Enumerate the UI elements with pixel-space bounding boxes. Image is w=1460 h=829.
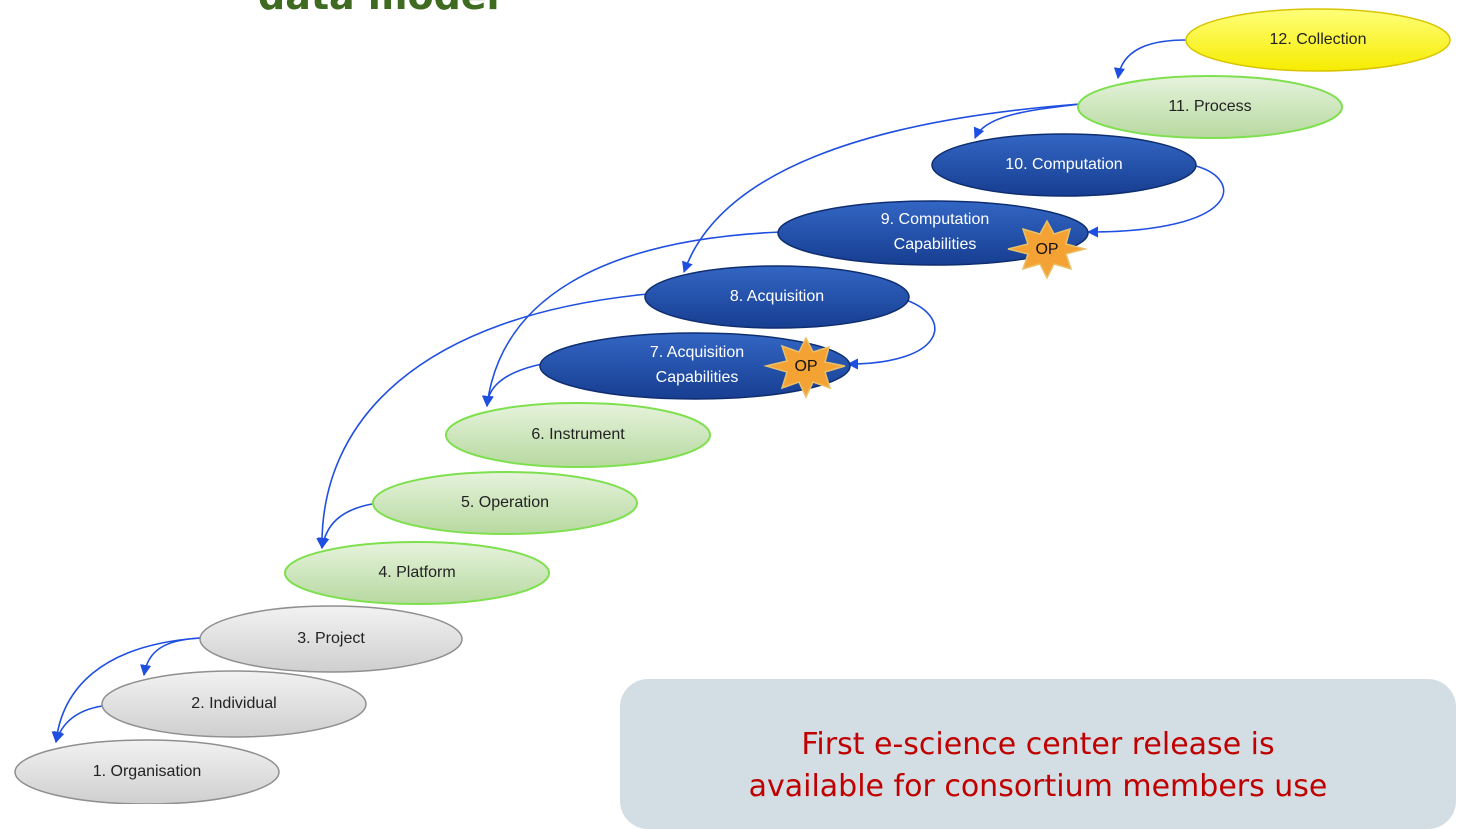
edge-acqcap-to-instrument: [481, 363, 543, 408]
edge-process-to-acquisition: [682, 103, 1081, 274]
node-label: 11. Process: [1168, 98, 1251, 115]
node-label: 8. Acquisition: [730, 288, 824, 305]
release-note-box: First e-science center release is availa…: [620, 679, 1456, 829]
release-note-line1: First e-science center release is: [801, 727, 1275, 762]
node-platform: 4. Platform: [284, 541, 550, 605]
node-label-line2: Capabilities: [656, 369, 739, 386]
node-label: 5. Operation: [461, 494, 549, 511]
edge-acquisition-to-acqcap: [846, 299, 936, 370]
edge-acquisition-to-platform: [316, 293, 649, 550]
op-badge-computation-capabilities: OP: [1007, 219, 1088, 280]
edge-computation-to-compcap: [1086, 165, 1225, 238]
node-instrument: 6. Instrument: [445, 402, 711, 468]
node-computation: 10. Computation: [931, 133, 1197, 197]
edge-compcap-to-instrument: [482, 231, 781, 408]
node-label: 4. Platform: [378, 564, 455, 581]
edge-individual-to-organisation: [53, 705, 103, 744]
op-badge-label: OP: [794, 358, 817, 375]
node-label: 6. Instrument: [531, 426, 625, 443]
edge-operation-to-platform: [318, 503, 373, 550]
edges: [51, 39, 1225, 744]
node-label: 2. Individual: [191, 695, 276, 712]
edge-collection-to-process: [1113, 39, 1187, 80]
node-label: 10. Computation: [1005, 156, 1122, 173]
node-project: 3. Project: [199, 605, 463, 673]
release-note-text: First e-science center release is availa…: [620, 724, 1456, 808]
node-label: 12. Collection: [1270, 31, 1367, 48]
op-badge-acquisition-capabilities: OP: [763, 336, 846, 399]
node-individual: 2. Individual: [101, 670, 367, 738]
release-note-line2: available for consortium members use: [748, 769, 1328, 804]
op-badge-label: OP: [1035, 241, 1058, 258]
node-organisation: 1. Organisation: [14, 739, 280, 804]
node-acquisition: 8. Acquisition: [644, 265, 910, 329]
node-operation: 5. Operation: [372, 471, 638, 535]
edge-project-to-individual: [140, 637, 201, 677]
page-title: data model: [258, 0, 500, 18]
node-label: 3. Project: [297, 630, 365, 647]
node-label-line2: Capabilities: [894, 236, 977, 253]
edge-project-to-organisation: [51, 637, 201, 744]
node-label-line1: 9. Computation: [881, 211, 990, 228]
node-process: 11. Process: [1077, 75, 1343, 139]
data-model-diagram: 1. Organisation 2. Individual 3. Project…: [14, 8, 1451, 804]
node-label: 1. Organisation: [93, 763, 202, 780]
node-label-line1: 7. Acquisition: [650, 344, 744, 361]
node-acquisition-capabilities: 7. Acquisition Capabilities: [539, 332, 851, 400]
node-collection: 12. Collection: [1185, 8, 1451, 72]
